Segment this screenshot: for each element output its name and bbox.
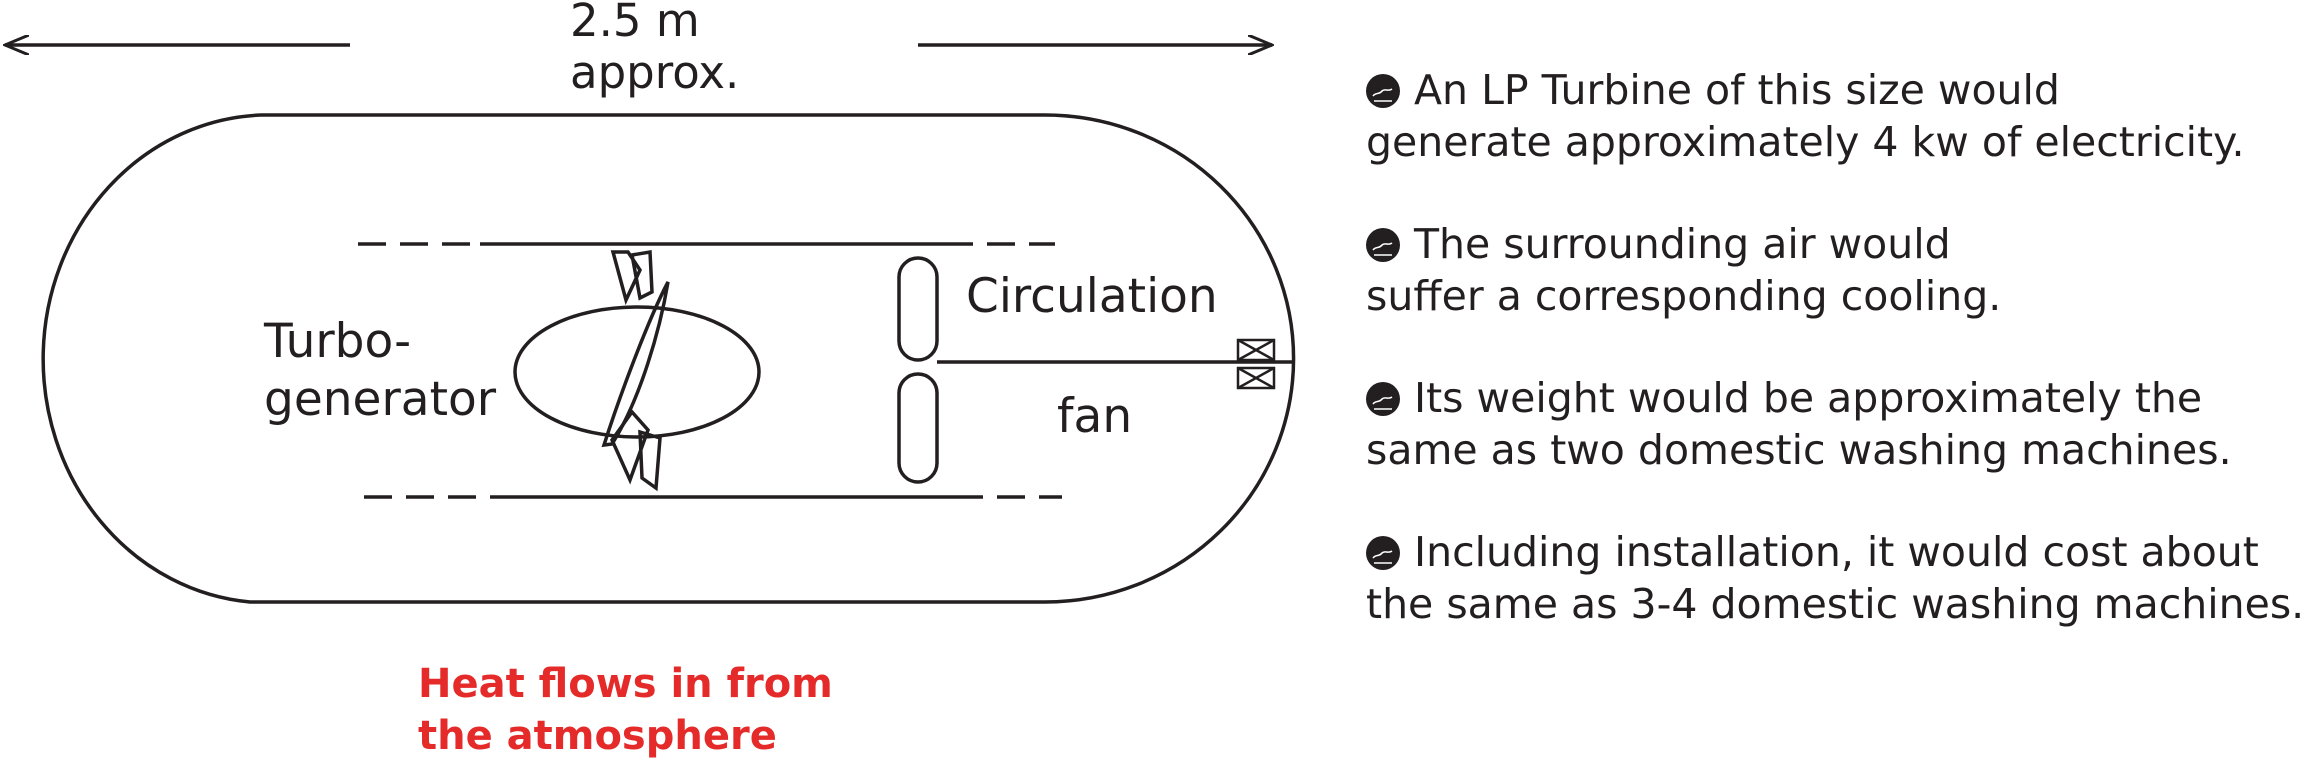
note-item: The surrounding air would suffer a corre…	[1366, 220, 2002, 320]
heat-flow-caption: Heat flows in from the atmosphere	[418, 661, 833, 759]
shaft-bearing	[1236, 338, 1276, 390]
turbo-generator-body	[513, 305, 761, 439]
note-item: Its weight would be approximately the sa…	[1366, 374, 2232, 474]
outer-loop-duct	[41, 113, 1296, 604]
fan-blade-lower	[897, 372, 939, 484]
turbine-loop-diagram	[0, 0, 1296, 604]
fan-label: fan	[1057, 389, 1133, 444]
dimension-qualifier: approx.	[570, 46, 740, 99]
globe-bullet-icon	[1366, 74, 1400, 108]
turbo-generator-label: Turbo- generator	[264, 314, 497, 427]
turbine-blade-top-left	[610, 250, 643, 306]
turbine-blade-bottom-right	[638, 429, 662, 492]
globe-bullet-icon	[1366, 382, 1400, 416]
globe-bullet-icon	[1366, 536, 1400, 570]
notes-list: An LP Turbine of this size would generat…	[1366, 64, 2316, 680]
turbine-blade	[601, 281, 670, 448]
dimension-value: 2.5 m	[570, 0, 700, 47]
fan-blade-upper	[897, 256, 939, 362]
circulation-label: Circulation	[966, 269, 1218, 324]
dimension-label: 2.5 m approx.	[570, 0, 739, 99]
note-item: An LP Turbine of this size would generat…	[1366, 66, 2245, 166]
turbine-blade-bottom-left	[609, 409, 650, 485]
note-item: Including installation, it would cost ab…	[1366, 528, 2305, 628]
turbine-blade-top-right	[629, 249, 654, 301]
globe-bullet-icon	[1366, 228, 1400, 262]
